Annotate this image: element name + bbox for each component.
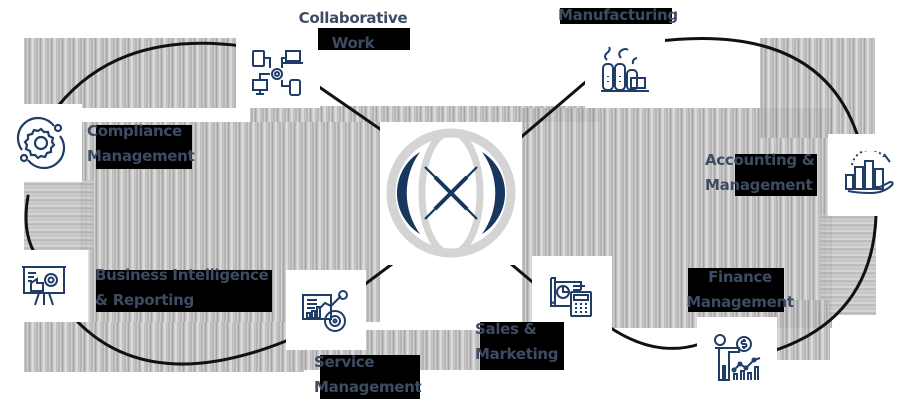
label-backing — [480, 322, 564, 370]
presentation-board-icon — [22, 266, 66, 306]
presenter-dollar-chart-icon — [714, 334, 761, 381]
background-texture-left-top — [24, 38, 250, 108]
hand-chart-percent-icon — [845, 151, 894, 195]
label-backing — [320, 355, 420, 399]
node-label-service-management: Service Management — [314, 350, 422, 400]
node-card-service-management[interactable] — [286, 270, 366, 350]
node-card-compliance-management[interactable] — [0, 104, 82, 182]
background-texture-left-mid — [24, 180, 94, 250]
label-backing — [318, 28, 410, 50]
label-line-1: Compliance — [87, 122, 182, 140]
devices-network-icon — [252, 50, 303, 96]
node-label-compliance-management: Compliance Management — [87, 119, 195, 169]
label-line-1: Accounting & — [705, 151, 815, 169]
gear-orbit-icon — [16, 116, 66, 170]
background-texture-right-top — [760, 38, 875, 138]
label-line-2: Management — [686, 293, 794, 311]
node-label-sales-marketing: Sales & Marketing — [475, 317, 559, 367]
label-line-2: Marketing — [475, 345, 559, 363]
node-label-manufacturing: Manufacturing — [558, 3, 678, 28]
node-card-collaborative-work[interactable] — [236, 38, 320, 108]
node-label-accounting-management: Accounting & Management — [705, 148, 815, 198]
label-line-1: Finance — [708, 268, 772, 286]
label-backing — [688, 268, 784, 312]
label-backing — [96, 270, 272, 312]
label-backing — [560, 8, 672, 24]
background-texture-top-mid — [250, 106, 600, 122]
label-line-1: Business Intelligence — [95, 266, 269, 284]
factory-icon — [601, 46, 649, 92]
node-label-collaborative-work: Collaborative Work — [294, 6, 412, 56]
node-card-accounting-management[interactable] — [828, 134, 912, 216]
hub-logo-card — [380, 122, 522, 265]
hub-logo-icon — [386, 128, 516, 258]
label-backing — [735, 154, 817, 196]
node-card-manufacturing[interactable] — [585, 30, 665, 108]
label-line-2: Management — [705, 176, 813, 194]
node-card-business-intelligence[interactable] — [0, 250, 88, 322]
dashboard-target-icon — [302, 290, 348, 332]
node-card-finance-management[interactable] — [697, 317, 777, 399]
label-line-2: Management — [87, 147, 195, 165]
label-line-1: Sales & — [475, 320, 537, 338]
label-backing — [96, 125, 192, 169]
node-label-finance-management: Finance Management — [682, 265, 798, 315]
label-line-2: Work — [331, 34, 375, 52]
label-line-2: & Reporting — [95, 291, 194, 309]
label-line-1: Manufacturing — [558, 6, 678, 24]
label-line-1: Service — [314, 353, 375, 371]
blueprint-calculator-icon — [550, 277, 592, 317]
label-line-2: Management — [314, 378, 422, 396]
label-line-1: Collaborative — [298, 9, 408, 27]
node-label-business-intelligence: Business Intelligence & Reporting — [95, 263, 269, 313]
